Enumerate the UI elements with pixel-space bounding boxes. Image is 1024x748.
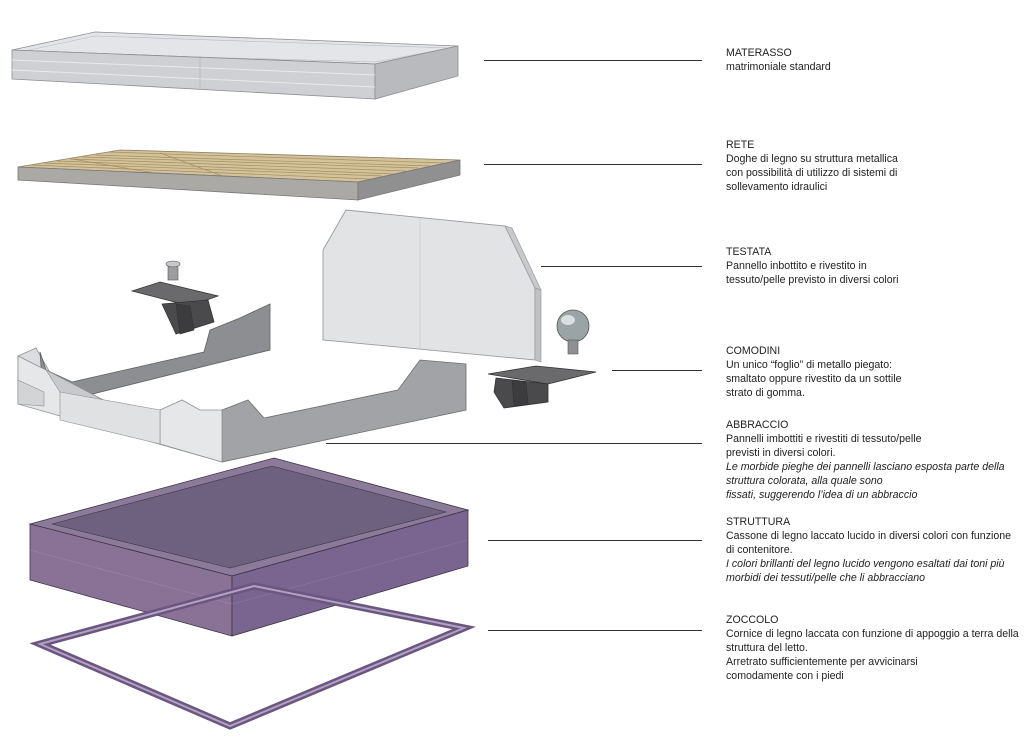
component-title: ABBRACCIO xyxy=(726,419,789,431)
label-struttura: STRUTTURA Cassone di legno laccato lucid… xyxy=(726,515,1022,585)
label-testata: TESTATA Pannello inbottito e rivestito i… xyxy=(726,245,1022,287)
mattress-drawing xyxy=(11,31,459,100)
left-nightstand-drawing xyxy=(130,260,220,335)
label-abbraccio: ABBRACCIO Pannelli imbottiti e rivestiti… xyxy=(726,418,1022,502)
headboard-drawing xyxy=(322,209,542,363)
component-title: COMODINI xyxy=(726,345,781,357)
leader-line-rete xyxy=(484,164,702,165)
component-description: Pannello inbottito e rivestito in tessut… xyxy=(726,260,899,286)
component-description: Pannelli imbottiti e rivestiti di tessut… xyxy=(726,433,922,459)
component-description: matrimoniale standard xyxy=(726,61,831,73)
component-title: STRUTTURA xyxy=(726,516,791,528)
plinth-frame-drawing xyxy=(29,582,476,730)
component-description: Doghe di legno su struttura metallica co… xyxy=(726,153,898,193)
leader-line-zoccolo xyxy=(488,630,702,631)
label-comodini: COMODINI Un unico “foglio” di metallo pi… xyxy=(726,344,1022,400)
component-description: Cornice di legno laccata con funzione di… xyxy=(726,628,1019,682)
right-nightstand-drawing xyxy=(487,309,597,409)
storage-frame-drawing xyxy=(28,457,470,637)
wraparound-panel-drawing xyxy=(17,303,467,463)
leader-line-testata xyxy=(541,266,702,267)
label-materasso: MATERASSO matrimoniale standard xyxy=(726,46,1022,74)
label-rete: RETE Doghe di legno su struttura metalli… xyxy=(726,138,1022,194)
component-description: Un unico “foglio” di metallo piegato: sm… xyxy=(726,359,902,399)
leader-line-materasso xyxy=(484,60,702,61)
component-description: Cassone di legno laccato lucido in diver… xyxy=(726,530,1012,556)
component-title: MATERASSO xyxy=(726,47,792,59)
slat-base-drawing xyxy=(17,149,461,201)
component-title: ZOCCOLO xyxy=(726,614,779,626)
label-zoccolo: ZOCCOLO Cornice di legno laccata con fun… xyxy=(726,613,1022,683)
component-note: Le morbide pieghe dei pannelli lasciano … xyxy=(726,461,1005,501)
leader-line-struttura xyxy=(488,540,702,541)
component-title: RETE xyxy=(726,139,755,151)
component-note: I colori brillanti del legno lucido veng… xyxy=(726,558,1005,584)
component-title: TESTATA xyxy=(726,246,772,258)
leader-line-comodini xyxy=(612,370,702,371)
leader-line-abbraccio xyxy=(326,443,702,444)
